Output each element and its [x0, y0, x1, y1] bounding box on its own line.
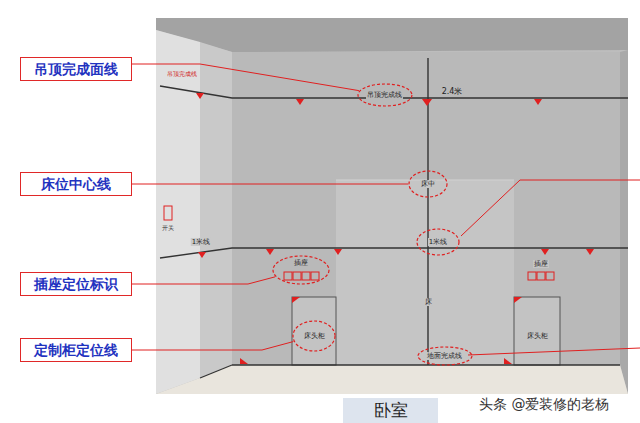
marking-label: 插座 [533, 260, 549, 268]
callout-title: 定制柜定位线 [34, 342, 118, 358]
marking-text: 插座 [293, 259, 309, 267]
leader-line [132, 277, 275, 284]
dashed-ellipse: 床头柜 [292, 320, 336, 352]
caption-band: 卧室 [343, 398, 438, 423]
marker [504, 358, 512, 364]
callout-title: 床位中心线 [41, 176, 111, 192]
position-markers [196, 93, 594, 364]
dashed-ellipse: 吊顶完成线 [357, 83, 413, 107]
leader-line [461, 180, 640, 236]
floor-line [200, 365, 232, 378]
socket-symbol [546, 272, 554, 280]
marking-label: 1米线 [191, 238, 211, 246]
ceiling [156, 18, 628, 52]
dashed-ellipse: 地面完成线 [417, 346, 473, 366]
left-wall-near [156, 30, 200, 394]
marker [296, 99, 304, 105]
ellipse-outline [409, 171, 447, 197]
marker [541, 249, 549, 255]
leader-line [132, 342, 293, 350]
socket-symbol [311, 272, 319, 280]
headboard-wall [336, 180, 514, 365]
marking-text: 1米线 [428, 238, 448, 246]
marker [266, 249, 274, 255]
marker [586, 249, 594, 255]
ellipse-outline [273, 256, 329, 284]
socket-symbol [302, 272, 310, 280]
marking-label: 床头柜 [526, 332, 549, 340]
marking-text: 吊顶完成线 [366, 91, 403, 99]
floor [156, 365, 628, 394]
marker [240, 358, 248, 364]
dashed-ellipse: 插座 [272, 255, 330, 285]
ellipse-outline [293, 321, 335, 351]
callout-box: 定制柜定位线 [20, 338, 132, 362]
marker [534, 99, 542, 105]
marker [334, 249, 342, 255]
socket-symbol [537, 272, 545, 280]
watermark: 头条 @爱装修的老杨 [478, 396, 610, 412]
dashed-ellipse: 1米线 [416, 228, 460, 256]
bedside-cabinet [514, 297, 560, 365]
callout-box: 吊顶完成面线 [20, 57, 132, 81]
marker [196, 93, 204, 99]
leader-line [468, 348, 640, 355]
leader-line [132, 64, 359, 91]
marker [514, 297, 522, 303]
marking-label: 吊顶完成线 [166, 71, 198, 78]
right-wall [620, 50, 628, 394]
dashed-ellipse: 床中 [408, 170, 448, 198]
ellipse-outline [418, 347, 472, 365]
socket-symbol [293, 272, 301, 280]
left-wall [200, 42, 232, 378]
marking-text: 地面完成线 [426, 352, 463, 360]
ellipse-outline [358, 84, 412, 106]
socket-symbol [528, 272, 536, 280]
room-caption: 卧室 [374, 399, 408, 422]
one-meter-line [160, 248, 628, 258]
marking-text: 床头柜 [303, 332, 326, 340]
back-wall [232, 52, 620, 365]
marker [198, 252, 206, 258]
callout-title: 吊顶完成面线 [34, 61, 118, 77]
marking-label: 床 [424, 298, 433, 306]
socket-symbol [284, 272, 292, 280]
bedside-cabinet [292, 297, 336, 365]
marking-label: 开关 [161, 225, 175, 232]
marker [422, 99, 432, 106]
floor-line [232, 364, 620, 365]
ellipse-outline [417, 229, 459, 255]
callout-box: 插座定位标识 [20, 272, 132, 296]
leader-line [132, 184, 408, 185]
marking-label: 2.4米 [441, 87, 464, 96]
socket-symbols [164, 206, 554, 280]
picture-ground [156, 18, 628, 394]
callout-title: 插座定位标识 [34, 276, 118, 292]
switch-symbol [164, 206, 172, 220]
marking-text: 床中 [420, 180, 436, 188]
callout-box: 床位中心线 [20, 172, 132, 196]
marker [292, 297, 300, 303]
